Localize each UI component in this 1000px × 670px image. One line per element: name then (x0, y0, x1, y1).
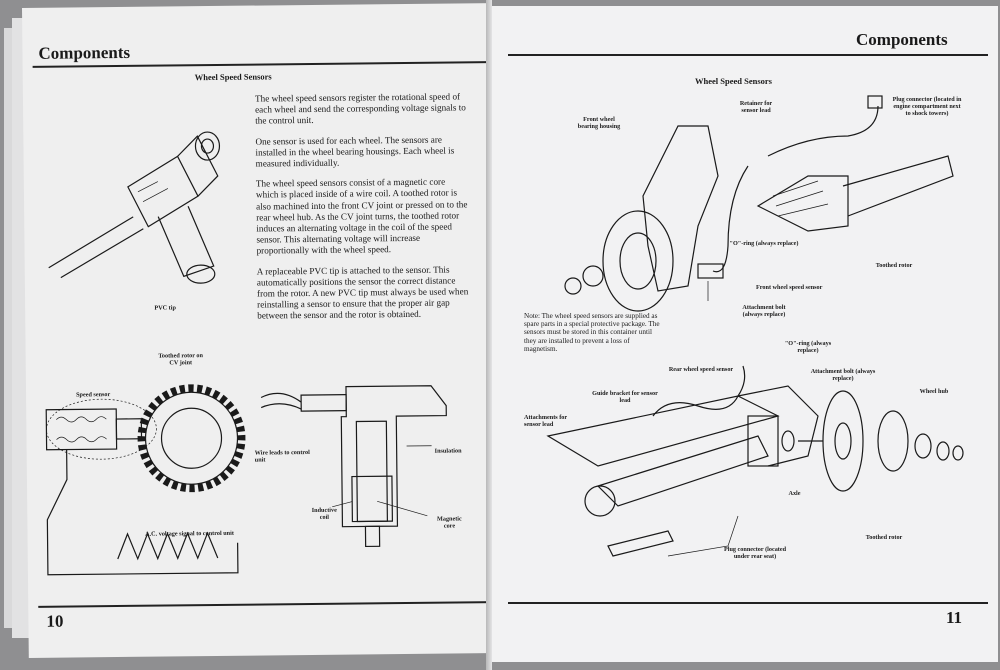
attachment-bolt-rear-label: Attachment bolt (always replace) (810, 368, 876, 382)
rotor-sensor-diagram (45, 384, 246, 576)
paragraph-4: A replaceable PVC tip is attached to the… (256, 264, 469, 322)
footer-rule (38, 601, 494, 608)
front-wheel-assembly-diagram (564, 95, 954, 312)
o-ring-front-label: "O"-ring (always replace) (729, 240, 799, 247)
left-page-header: Components (38, 42, 131, 63)
plug-connector-rear-label: Plug connector (located under rear seat) (723, 546, 787, 560)
retainer-label: Retainer for sensor lead (739, 100, 773, 114)
sensor-illustration (48, 131, 221, 284)
footer-rule (508, 602, 988, 604)
right-page: Components Wheel Speed Sensors Front whe… (488, 6, 998, 662)
header-rule (508, 54, 988, 56)
front-wheel-speed-sensor-label: Front wheel speed sensor (756, 284, 823, 291)
attachments-label: Attachments for sensor lead (524, 414, 568, 428)
left-page-number: 10 (46, 611, 64, 631)
insulation-label: Insulation (434, 447, 462, 455)
left-page: Components Wheel Speed Sensors The wheel… (22, 3, 499, 658)
spare-parts-note: Note: The wheel speed sensors are suppli… (524, 312, 660, 353)
left-section-title: Wheel Speed Sensors (194, 71, 272, 83)
guide-bracket-label: Guide bracket for sensor lead (592, 390, 658, 404)
paragraph-1: The wheel speed sensors register the rot… (254, 91, 466, 126)
right-page-header: Components (856, 30, 948, 49)
right-section-title: Wheel Speed Sensors (695, 76, 772, 86)
sensor-cutaway-diagram (260, 385, 447, 548)
paragraph-3: The wheel speed sensors consist of a mag… (255, 176, 468, 256)
pvc-tip-label: PVC tip (154, 304, 176, 312)
attachment-bolt-front-label: Attachment bolt (always replace) (742, 304, 786, 318)
toothed-rotor-rear-label: Toothed rotor (865, 534, 903, 541)
o-ring-rear-label: "O"-ring (always replace) (784, 340, 832, 354)
paragraph-2: One sensor is used for each wheel. The s… (255, 134, 455, 169)
rear-wheel-speed-sensor-label: Rear wheel speed sensor (668, 366, 734, 373)
wire-leads-label: Wire leads to control unit (254, 449, 310, 464)
left-body-text: The wheel speed sensors register the rot… (255, 91, 469, 331)
wheel-hub-label: Wheel hub (919, 388, 949, 395)
magnetic-core-label: Magnetic core (436, 515, 462, 530)
inductive-coil-label: Inductive coil (311, 506, 337, 521)
toothed-rotor-front-label: Toothed rotor (875, 262, 913, 269)
front-wheel-bearing-housing-label: Front wheel bearing housing (577, 116, 621, 130)
plug-connector-engine-label: Plug connector (located in engine compar… (892, 96, 962, 117)
rear-wheel-assembly-diagram (546, 365, 964, 557)
gutter-shadow (486, 0, 492, 670)
axle-label: Axle (788, 490, 801, 497)
ac-signal-label: A.C. voltage signal to control unit (145, 529, 234, 538)
toothed-rotor-cv-label: Toothed rotor on CV joint (158, 352, 203, 367)
right-page-number: 11 (946, 608, 963, 627)
